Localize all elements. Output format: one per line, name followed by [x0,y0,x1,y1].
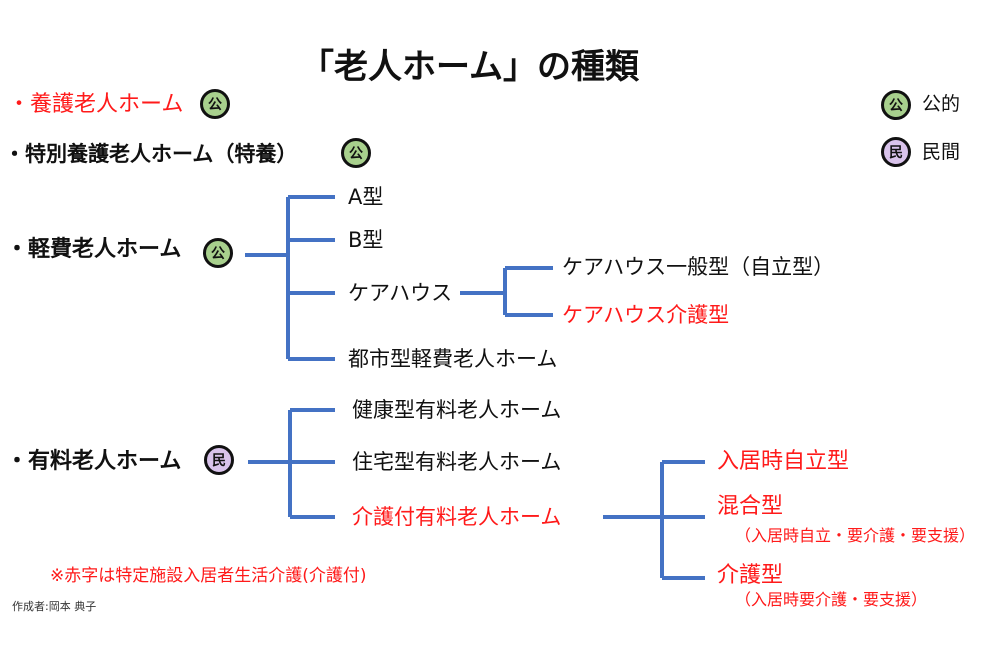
footnote: ※赤字は特定施設入居者生活介護(介護付) [50,566,367,586]
yuryo-residential: 住宅型有料老人ホーム [352,450,562,474]
category-yuryo: ・有料老人ホーム [6,449,182,474]
legend-private-badge: 民 [881,137,911,167]
care-indep: 入居時自立型 [717,449,850,474]
yuryo-health: 健康型有料老人ホーム [352,398,562,422]
badge-keihi: 公 [203,238,233,268]
badge-yuryo: 民 [204,445,234,475]
author-credit: 作成者:岡本 典子 [12,600,97,613]
category-keihi: ・軽費老人ホーム [6,237,182,262]
page-title: 「老人ホーム」の種類 [300,47,639,87]
legend-private-label: 民間 [922,141,961,163]
legend-public-badge: 公 [881,90,911,120]
category-yogo: ・養護老人ホーム [8,92,184,117]
category-tokuyo: ・特別養護老人ホーム（特養） [4,142,298,166]
yuryo-care: 介護付有料老人ホーム [352,505,562,529]
carehouse-care: ケアハウス介護型 [562,303,730,327]
keihi-type-carehouse: ケアハウス [348,281,453,305]
legend-public-label: 公的 [922,93,961,115]
badge-yogo: 公 [200,89,230,119]
care-caretype-sub: （入居時要介護・要支援） [735,590,928,609]
keihi-type-urban: 都市型軽費老人ホーム [348,347,558,371]
care-mixed: 混合型 [717,494,784,519]
care-mixed-sub: （入居時自立・要介護・要支援） [735,526,976,545]
keihi-type-a: A型 [348,185,384,209]
care-caretype: 介護型 [717,563,784,588]
keihi-type-b: B型 [348,228,384,252]
carehouse-general: ケアハウス一般型（自立型） [562,255,835,279]
badge-tokuyo: 公 [341,138,371,168]
